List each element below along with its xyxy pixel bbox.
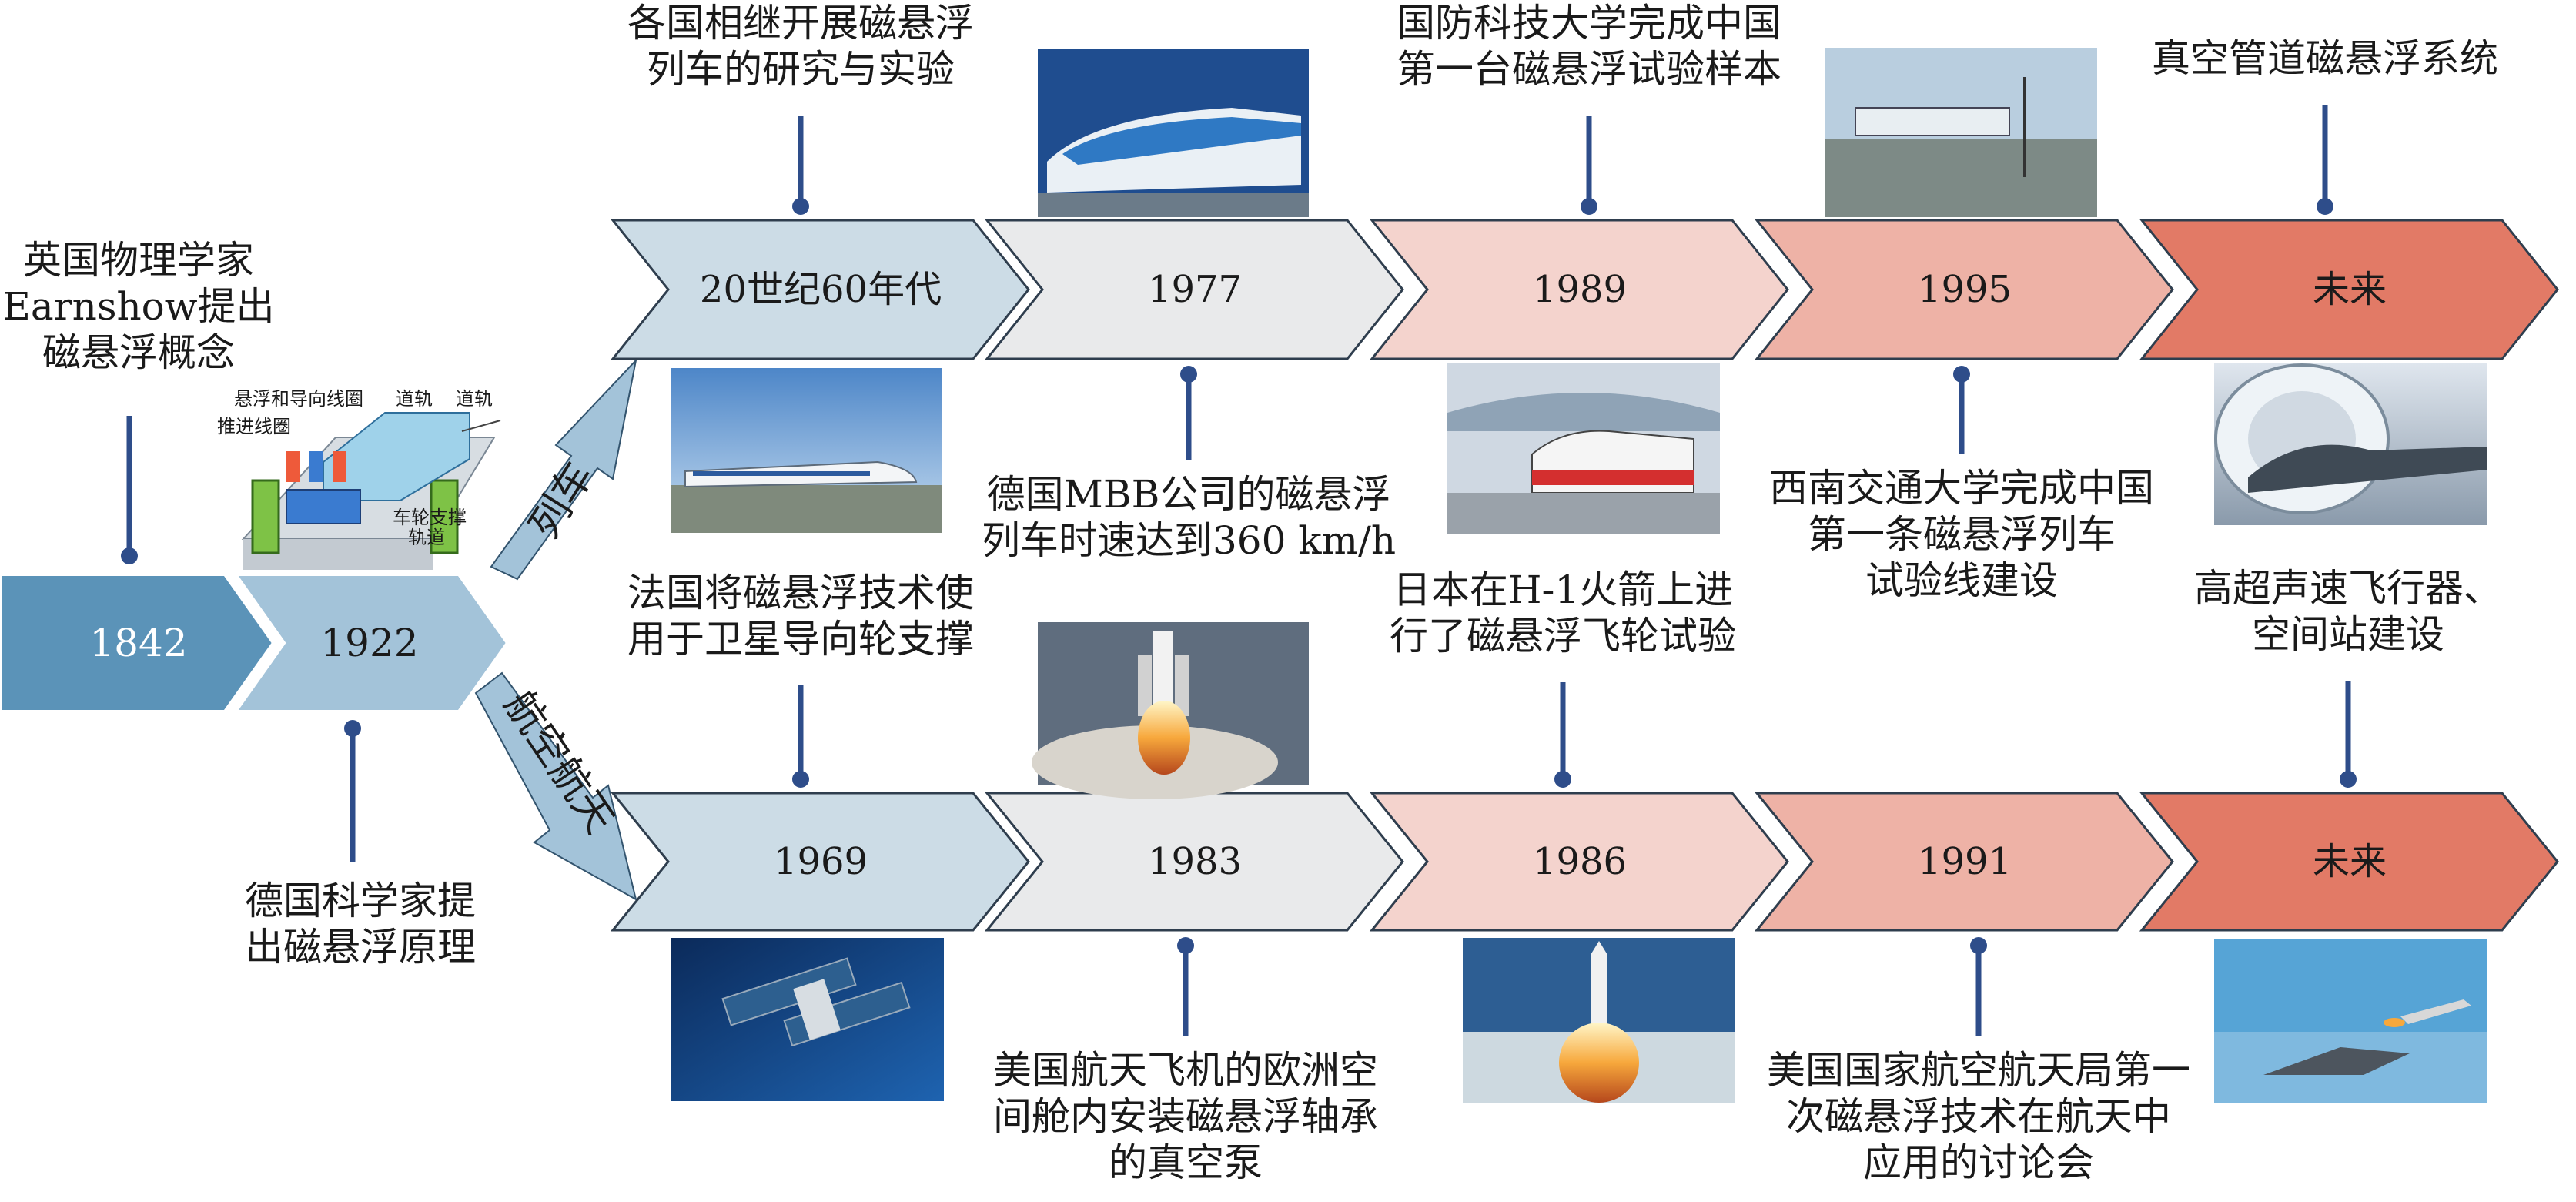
train-photo-3	[1447, 363, 1720, 534]
chevron-label-1922: 1922	[320, 621, 419, 665]
train-row-year-2: 1977	[1147, 268, 1243, 311]
train-row-connector-dot-3	[1581, 198, 1597, 215]
start-connector-dot-2	[344, 720, 361, 737]
aero-row-event-3: 日本在H-1火箭上进 行了磁悬浮飞轮试验	[1390, 568, 1736, 658]
schematic-label-rail2: 道轨	[456, 388, 493, 410]
aero-row-chevron-3	[1369, 792, 1789, 932]
maglev-track-schematic	[241, 412, 501, 570]
aero-row-year-3: 1986	[1532, 840, 1628, 883]
schematic-label-coil: 悬浮和导向线圈	[234, 388, 363, 410]
aero-row-event-2: 美国航天飞机的欧洲空 间舱内安装磁悬浮轴承 的真空泵	[993, 1048, 1378, 1185]
aero-row-connector-dot-4	[1970, 937, 1987, 954]
aero-row-event-4: 美国国家航空航天局第一 次磁悬浮技术在航天中 应用的讨论会	[1767, 1048, 2190, 1185]
chevron-1842	[0, 573, 276, 713]
train-photo-4	[1825, 48, 2097, 217]
aero-row-connector-dot-2	[1177, 937, 1194, 954]
aero-row-year-4: 1991	[1917, 840, 2012, 883]
train-row-event-2: 德国MBB公司的磁悬浮 列车时速达到360 km/h	[981, 472, 1397, 563]
hypersonic-vehicle-photo	[2214, 939, 2487, 1103]
event-1922: 德国科学家提 出磁悬浮原理	[245, 879, 476, 969]
train-row-chevron-5	[2139, 219, 2559, 360]
schematic-label-propulsion: 推进线圈	[217, 416, 291, 437]
aero-row-chevron-5	[2139, 792, 2559, 932]
train-row-connector-dot-2	[1180, 366, 1197, 383]
train-row-connector-dot-1	[792, 198, 809, 215]
space-station-photo	[671, 938, 944, 1101]
chevron-label-1842: 1842	[89, 621, 188, 665]
branch-arrow-aero	[474, 671, 637, 901]
train-photo-2	[1038, 49, 1309, 217]
train-row-event-1: 各国相继开展磁悬浮 列车的研究与实验	[627, 1, 974, 92]
aero-row-event-1: 法国将磁悬浮技术使 用于卫星导向轮支撑	[627, 571, 974, 661]
train-row-year-1: 20世纪60年代	[699, 268, 942, 311]
train-row-year-4: 1995	[1917, 268, 2012, 311]
aero-row-chevron-2	[984, 792, 1404, 932]
vacuum-tube-photo	[2214, 363, 2487, 525]
aero-row-chevron-1	[610, 792, 1030, 932]
train-row-chevron-2	[984, 219, 1404, 360]
schematic-label-track: 轨道	[408, 527, 445, 548]
aero-row-connector-dot-3	[1554, 771, 1571, 788]
start-connector-dot-1	[121, 547, 138, 564]
aero-row-connector-dot-5	[2340, 771, 2357, 788]
schematic-label-rail1: 道轨	[396, 388, 433, 410]
event-1842: 英国物理学家 Earnshow提出 磁悬浮概念	[2, 238, 275, 375]
aero-row-event-5: 高超声速飞行器、 空间站建设	[2194, 566, 2502, 657]
aero-row-chevron-4	[1754, 792, 2174, 932]
aero-row-year-1: 1969	[773, 840, 868, 883]
schematic-label-support: 车轮支撑	[393, 507, 467, 528]
train-row-chevron-3	[1369, 219, 1789, 360]
aero-row-year-2: 1983	[1147, 840, 1243, 883]
train-row-chevron-4	[1754, 219, 2174, 360]
train-row-event-3: 国防科技大学完成中国 第一台磁悬浮试验样本	[1397, 1, 1781, 92]
aero-row-connector-dot-1	[792, 771, 809, 788]
aero-row-year-5: 未来	[2312, 840, 2387, 883]
branch-arrow-train	[490, 357, 637, 581]
train-row-year-5: 未来	[2312, 268, 2387, 311]
train-row-year-3: 1989	[1532, 268, 1628, 311]
train-row-event-4: 西南交通大学完成中国 第一条磁悬浮列车 试验线建设	[1769, 466, 2154, 603]
train-row-connector-dot-5	[2317, 198, 2333, 215]
shuttle-launch-photo	[1032, 622, 1309, 799]
rocket-launch-photo	[1463, 938, 1735, 1103]
train-row-event-5: 真空管道磁悬浮系统	[2152, 36, 2498, 81]
train-row-connector-dot-4	[1953, 366, 1970, 383]
train-photo-1	[671, 368, 942, 533]
train-row-chevron-1	[610, 219, 1030, 360]
chevron-1922	[233, 573, 510, 713]
